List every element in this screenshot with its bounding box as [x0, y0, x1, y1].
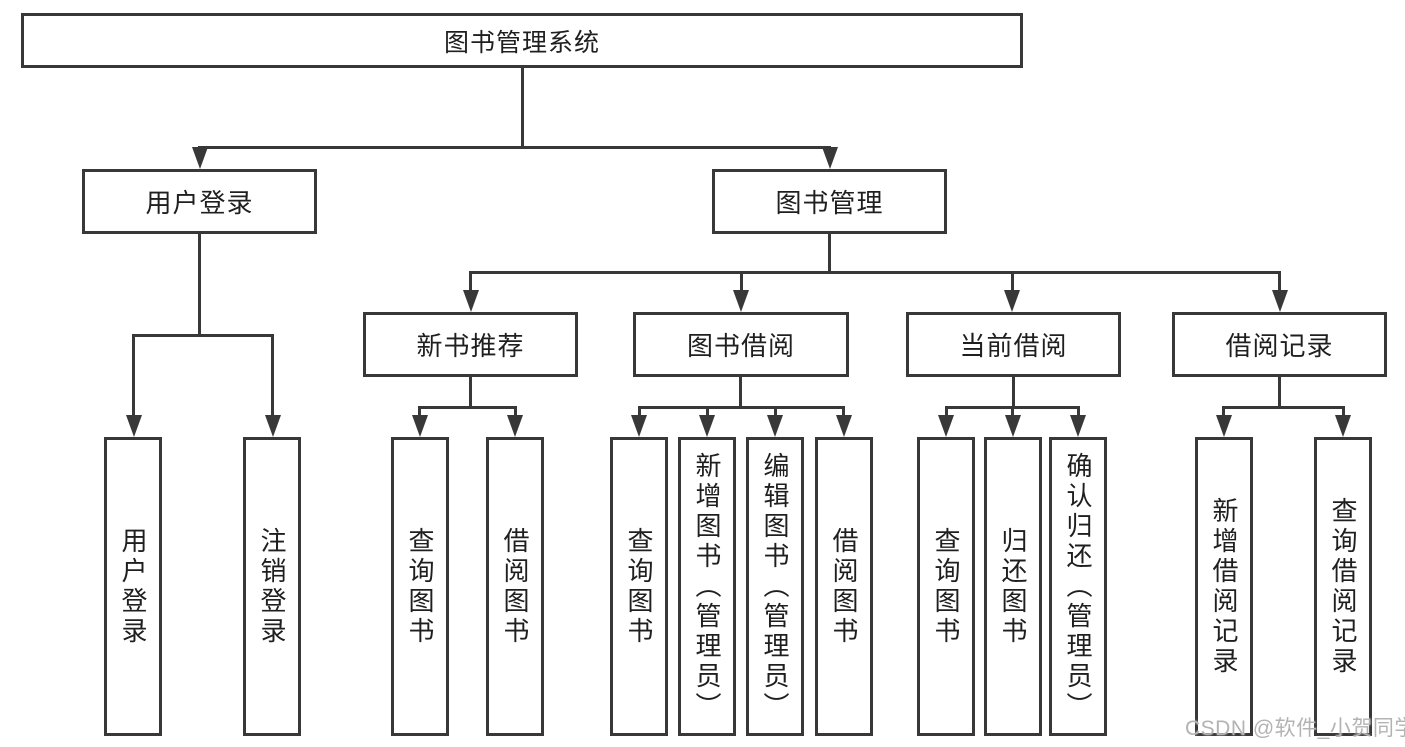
- leaf-nbr-query-books-label: 查询图书: [405, 526, 435, 647]
- arrowhead-new-book-rec: [463, 290, 479, 312]
- connector-br-hline: [1222, 406, 1345, 409]
- connector-bb-stub-1: [638, 406, 641, 418]
- connector-bb-stub-2: [706, 406, 709, 418]
- arrowhead-current-borrow: [1004, 290, 1020, 312]
- leaf-nbr-borrow-books: 借阅图书: [486, 437, 544, 736]
- leaf-cb-return-book: 归还图书: [984, 437, 1042, 736]
- arrowhead-br-query: [1335, 415, 1351, 437]
- node-root: 图书管理系统: [21, 13, 1023, 68]
- leaf-bb-query-books-label: 查询图书: [624, 526, 654, 647]
- node-borrow-records-label: 借阅记录: [1225, 331, 1334, 361]
- leaf-cb-query-books: 查询图书: [917, 437, 975, 736]
- leaf-bb-add-book-label: 新增图书（管理员）: [692, 451, 722, 722]
- connector-nbr-stub-left: [418, 406, 421, 418]
- arrowhead-bb-add: [699, 415, 715, 437]
- leaf-bb-add-book: 新增图书（管理员）: [678, 437, 736, 736]
- leaf-cb-confirm-return: 确认归还（管理员）: [1049, 437, 1107, 736]
- leaf-bb-query-books: 查询图书: [610, 437, 668, 736]
- leaf-logout: 注销登录: [243, 437, 301, 736]
- connector-bb-stub-4: [842, 406, 845, 418]
- connector-cb-stub-1: [945, 406, 948, 418]
- arrowhead-leaf-user-login: [126, 415, 142, 437]
- node-book-borrow: 图书借阅: [633, 312, 849, 377]
- leaf-br-add-record-label: 新增借阅记录: [1209, 496, 1239, 677]
- node-user-login-label: 用户登录: [145, 188, 254, 218]
- node-book-borrow-label: 图书借阅: [686, 331, 795, 361]
- arrowhead-book-mgmt: [822, 147, 838, 169]
- connector-cb-stub-3: [1077, 406, 1080, 418]
- connector-bookmgmt-vline: [828, 232, 831, 274]
- arrowhead-cb-return: [1005, 415, 1021, 437]
- arrowhead-leaf-logout: [265, 415, 281, 437]
- connector-userlogin-stub-right: [271, 334, 274, 418]
- leaf-cb-query-books-label: 查询图书: [931, 526, 961, 647]
- arrowhead-bb-borrow: [836, 415, 852, 437]
- connector-stub-book-borrow: [740, 271, 743, 293]
- node-book-mgmt: 图书管理: [712, 169, 947, 234]
- leaf-br-add-record: 新增借阅记录: [1195, 437, 1253, 736]
- connector-nbr-hline: [418, 406, 517, 409]
- connector-bookmgmt-hline: [469, 271, 1281, 274]
- arrowhead-bb-query: [631, 415, 647, 437]
- connector-stub-borrow-records: [1278, 271, 1281, 293]
- leaf-logout-label: 注销登录: [257, 526, 287, 647]
- connector-userlogin-hline: [132, 334, 274, 337]
- node-root-label: 图书管理系统: [443, 28, 600, 57]
- leaf-bb-borrow-books-label: 借阅图书: [829, 526, 859, 647]
- connector-userlogin-vline: [198, 232, 201, 337]
- connector-cb-stub-2: [1011, 406, 1014, 418]
- connector-br-stub-1: [1222, 406, 1225, 418]
- connector-root-vline: [521, 66, 524, 149]
- connector-root-hline: [198, 146, 831, 149]
- connector-cb-vline: [1012, 374, 1015, 409]
- connector-nbr-vline: [469, 374, 472, 409]
- leaf-bb-edit-book: 编辑图书（管理员）: [746, 437, 804, 736]
- arrowhead-cb-query: [938, 415, 954, 437]
- leaf-br-query-record: 查询借阅记录: [1314, 437, 1372, 736]
- node-user-login: 用户登录: [82, 169, 317, 234]
- arrowhead-cb-confirm: [1070, 415, 1086, 437]
- leaf-bb-edit-book-label: 编辑图书（管理员）: [760, 451, 790, 722]
- arrowhead-nbr-borrow: [507, 415, 523, 437]
- leaf-bb-borrow-books: 借阅图书: [815, 437, 873, 736]
- connector-bb-vline: [739, 374, 742, 409]
- leaf-br-query-record-label: 查询借阅记录: [1328, 496, 1358, 677]
- connector-stub-new-book: [469, 271, 472, 293]
- connector-nbr-stub-right: [514, 406, 517, 418]
- node-book-mgmt-label: 图书管理: [775, 188, 884, 218]
- node-new-book-rec: 新书推荐: [363, 312, 578, 377]
- arrowhead-nbr-query: [412, 415, 428, 437]
- arrowhead-bb-edit: [767, 415, 783, 437]
- arrowhead-br-add: [1216, 415, 1232, 437]
- arrowhead-user-login: [192, 147, 208, 169]
- connector-br-vline: [1278, 374, 1281, 409]
- connector-bb-stub-3: [774, 406, 777, 418]
- leaf-cb-confirm-return-label: 确认归还（管理员）: [1063, 451, 1093, 722]
- leaf-user-login-label: 用户登录: [118, 526, 148, 647]
- connector-stub-current-borrow: [1011, 271, 1014, 293]
- node-current-borrow: 当前借阅: [906, 312, 1121, 377]
- connector-userlogin-stub-left: [132, 334, 135, 418]
- connector-br-stub-2: [1342, 406, 1345, 418]
- leaf-user-login: 用户登录: [104, 437, 162, 736]
- leaf-nbr-borrow-books-label: 借阅图书: [500, 526, 530, 647]
- csdn-watermark: CSDN @软件_小贺同学: [1185, 717, 1405, 740]
- node-borrow-records: 借阅记录: [1172, 312, 1387, 377]
- arrowhead-book-borrow: [733, 290, 749, 312]
- connector-bb-hline: [638, 406, 845, 409]
- node-current-borrow-label: 当前借阅: [959, 331, 1068, 361]
- arrowhead-borrow-records: [1272, 290, 1288, 312]
- leaf-nbr-query-books: 查询图书: [391, 437, 449, 736]
- node-new-book-rec-label: 新书推荐: [416, 331, 525, 361]
- leaf-cb-return-book-label: 归还图书: [998, 526, 1028, 647]
